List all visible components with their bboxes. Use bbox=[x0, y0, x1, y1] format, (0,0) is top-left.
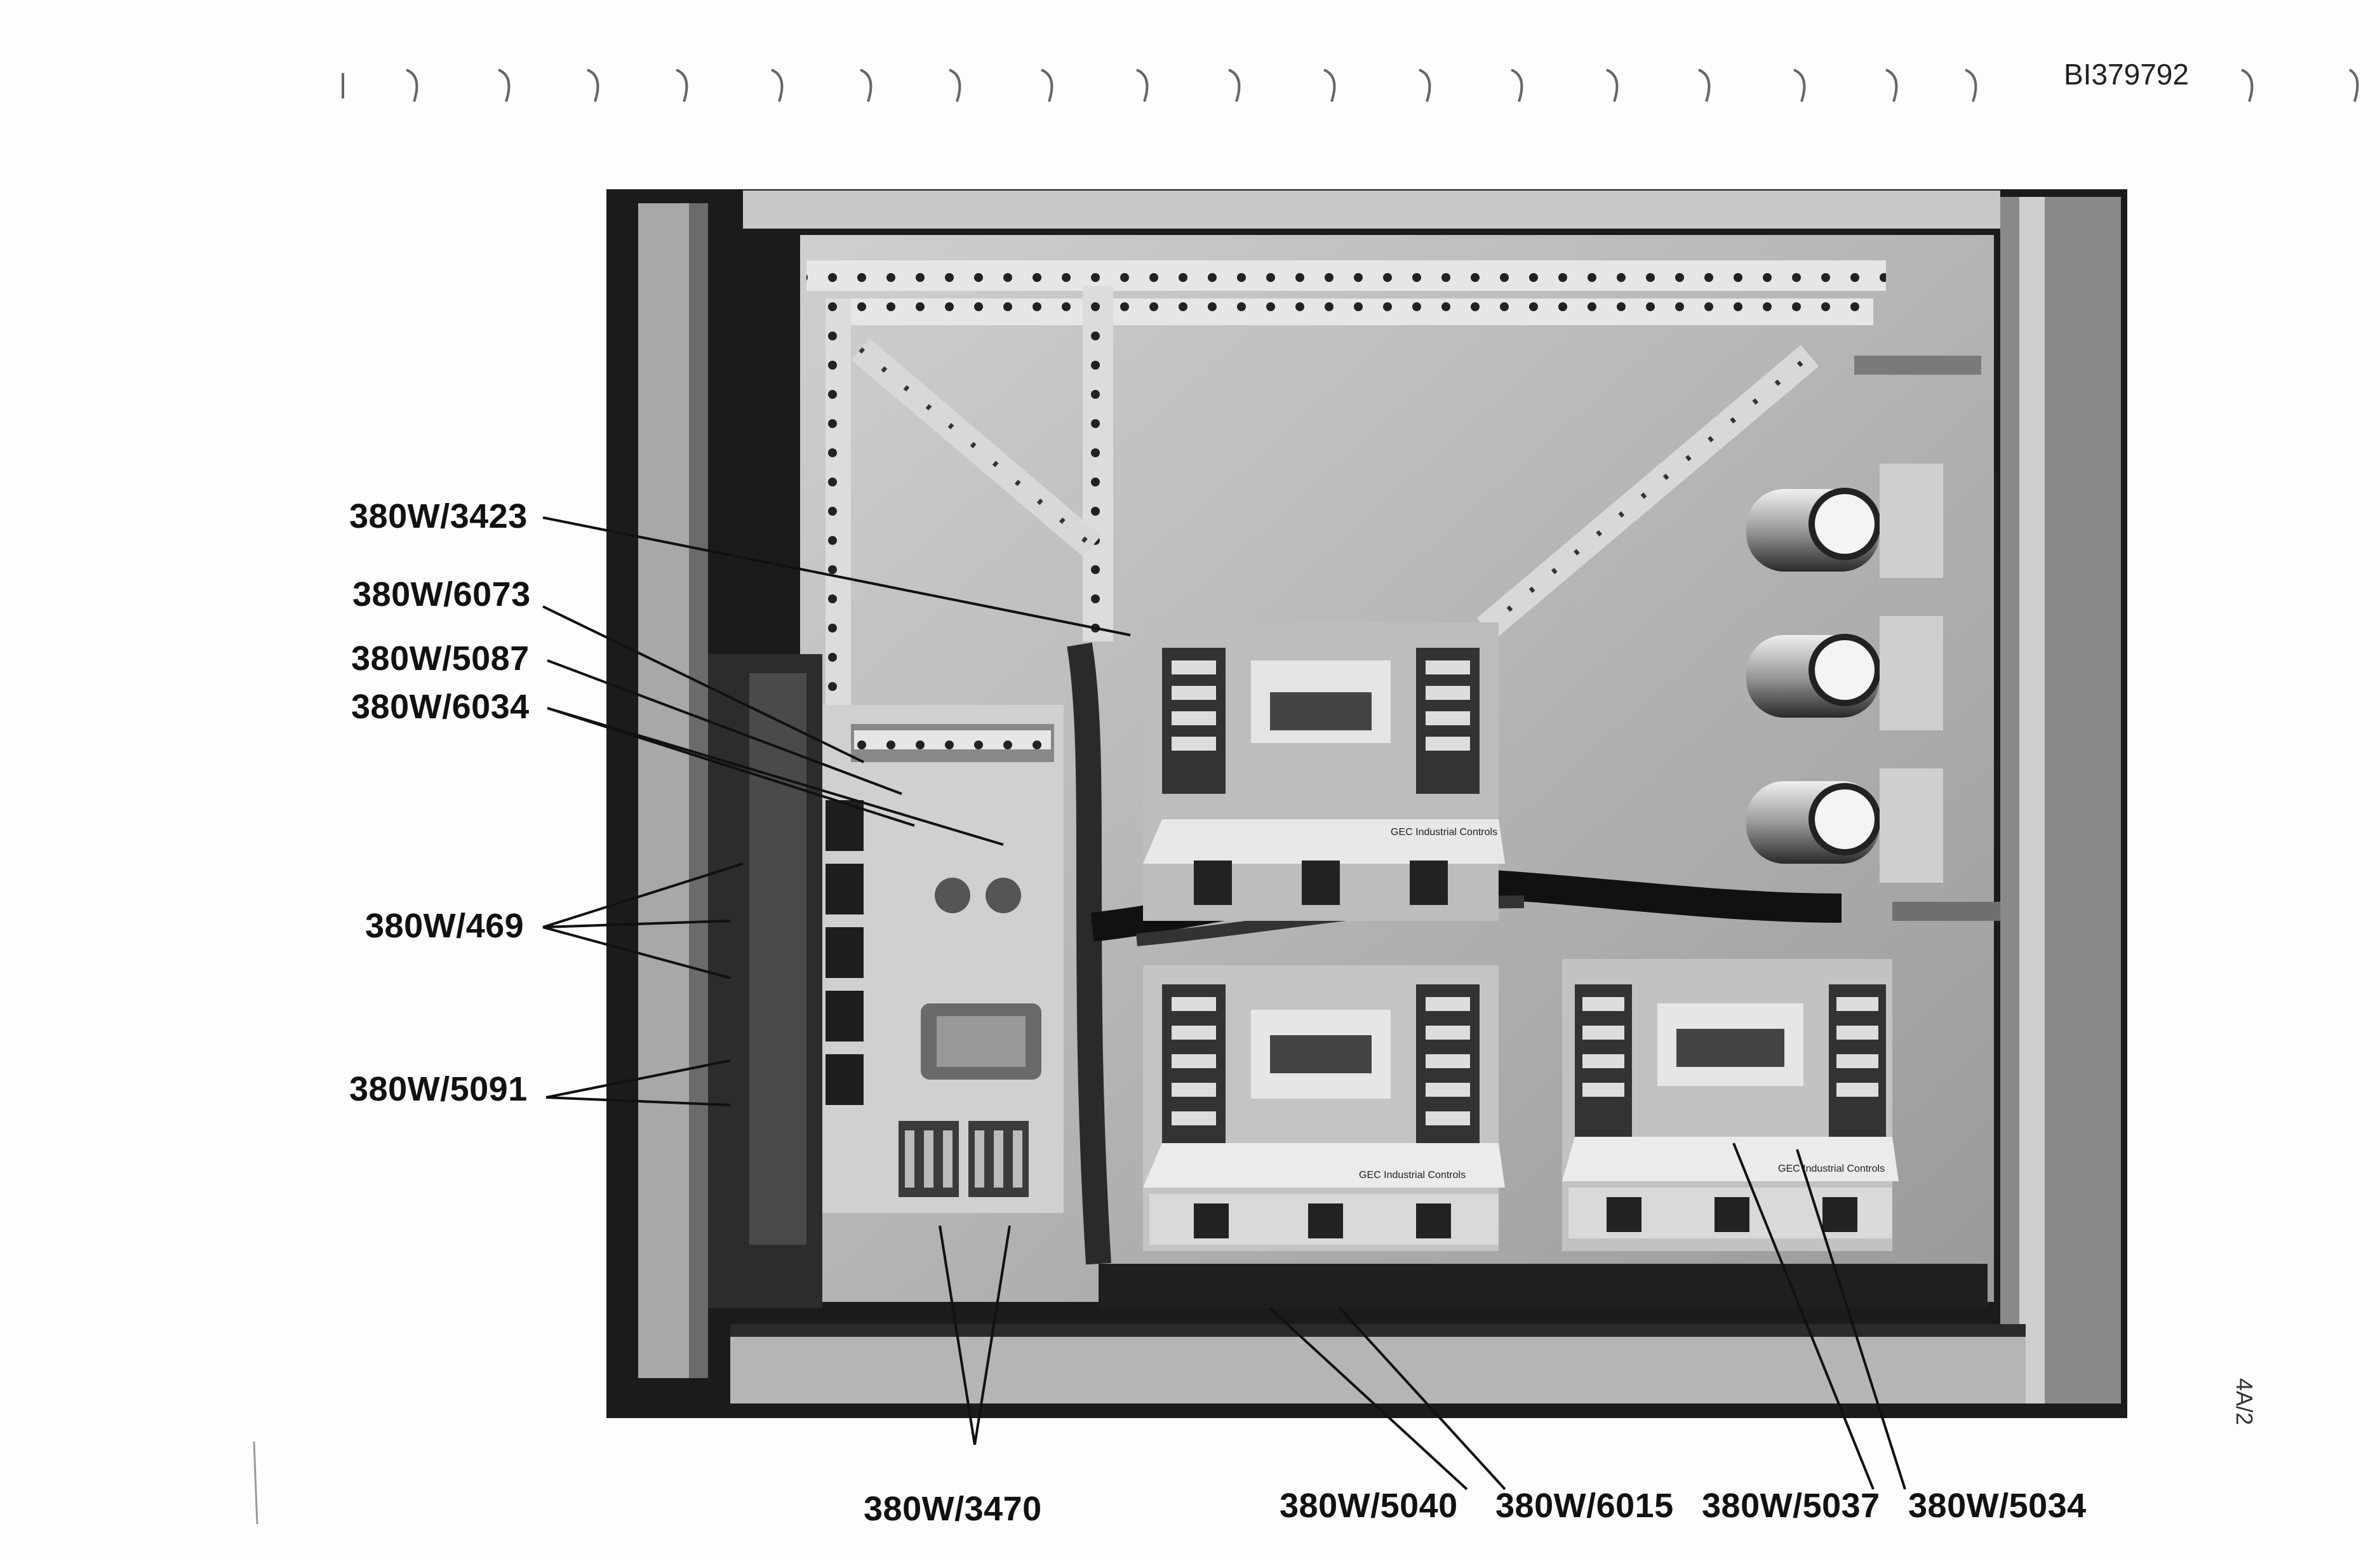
cabinet-photo: GEC Industrial Controls GEC Industrial C… bbox=[606, 189, 2127, 1418]
lower-right-module-badge: GEC Industrial Controls bbox=[1778, 1163, 1885, 1174]
leader-lines bbox=[542, 516, 1906, 1491]
callout-380w-6015: 380W/6015 bbox=[1495, 1487, 1674, 1525]
binding-marks bbox=[342, 69, 2359, 102]
callout-380w-5037: 380W/5037 bbox=[1702, 1487, 1880, 1525]
top-rail bbox=[806, 260, 1886, 291]
page-number: 4A/2 bbox=[2231, 1378, 2257, 1426]
lower-left-module-badge: GEC Industrial Controls bbox=[1359, 1170, 1466, 1181]
callout-380w-3470: 380W/3470 bbox=[864, 1490, 1042, 1528]
callout-380w-5091: 380W/5091 bbox=[349, 1070, 528, 1108]
capacitor-bank bbox=[1746, 356, 2000, 921]
margin-mark bbox=[253, 1441, 258, 1525]
callout-380w-469: 380W/469 bbox=[365, 907, 525, 945]
vertical-rail bbox=[1083, 286, 1113, 641]
upper-module-badge: GEC Industrial Controls bbox=[1391, 827, 1497, 838]
right-door-post bbox=[2000, 197, 2121, 1404]
callout-380w-6034: 380W/6034 bbox=[351, 688, 530, 726]
lower-left-module: GEC Industrial Controls bbox=[1143, 965, 1505, 1251]
left-brace bbox=[851, 338, 1102, 557]
upper-module: GEC Industrial Controls bbox=[1143, 622, 1505, 921]
callout-380w-5087: 380W/5087 bbox=[351, 640, 530, 678]
callout-380w-5040: 380W/5040 bbox=[1280, 1487, 1458, 1525]
second-rail bbox=[845, 298, 1873, 325]
callout-380w-5034: 380W/5034 bbox=[1908, 1487, 2087, 1525]
lower-right-module: GEC Industrial Controls bbox=[1562, 959, 1899, 1251]
callout-380w-6073: 380W/6073 bbox=[352, 575, 531, 613]
document-id: BI379792 bbox=[2064, 58, 2189, 91]
callout-380w-3423: 380W/3423 bbox=[349, 497, 528, 535]
bottom-sill bbox=[730, 1334, 2026, 1404]
